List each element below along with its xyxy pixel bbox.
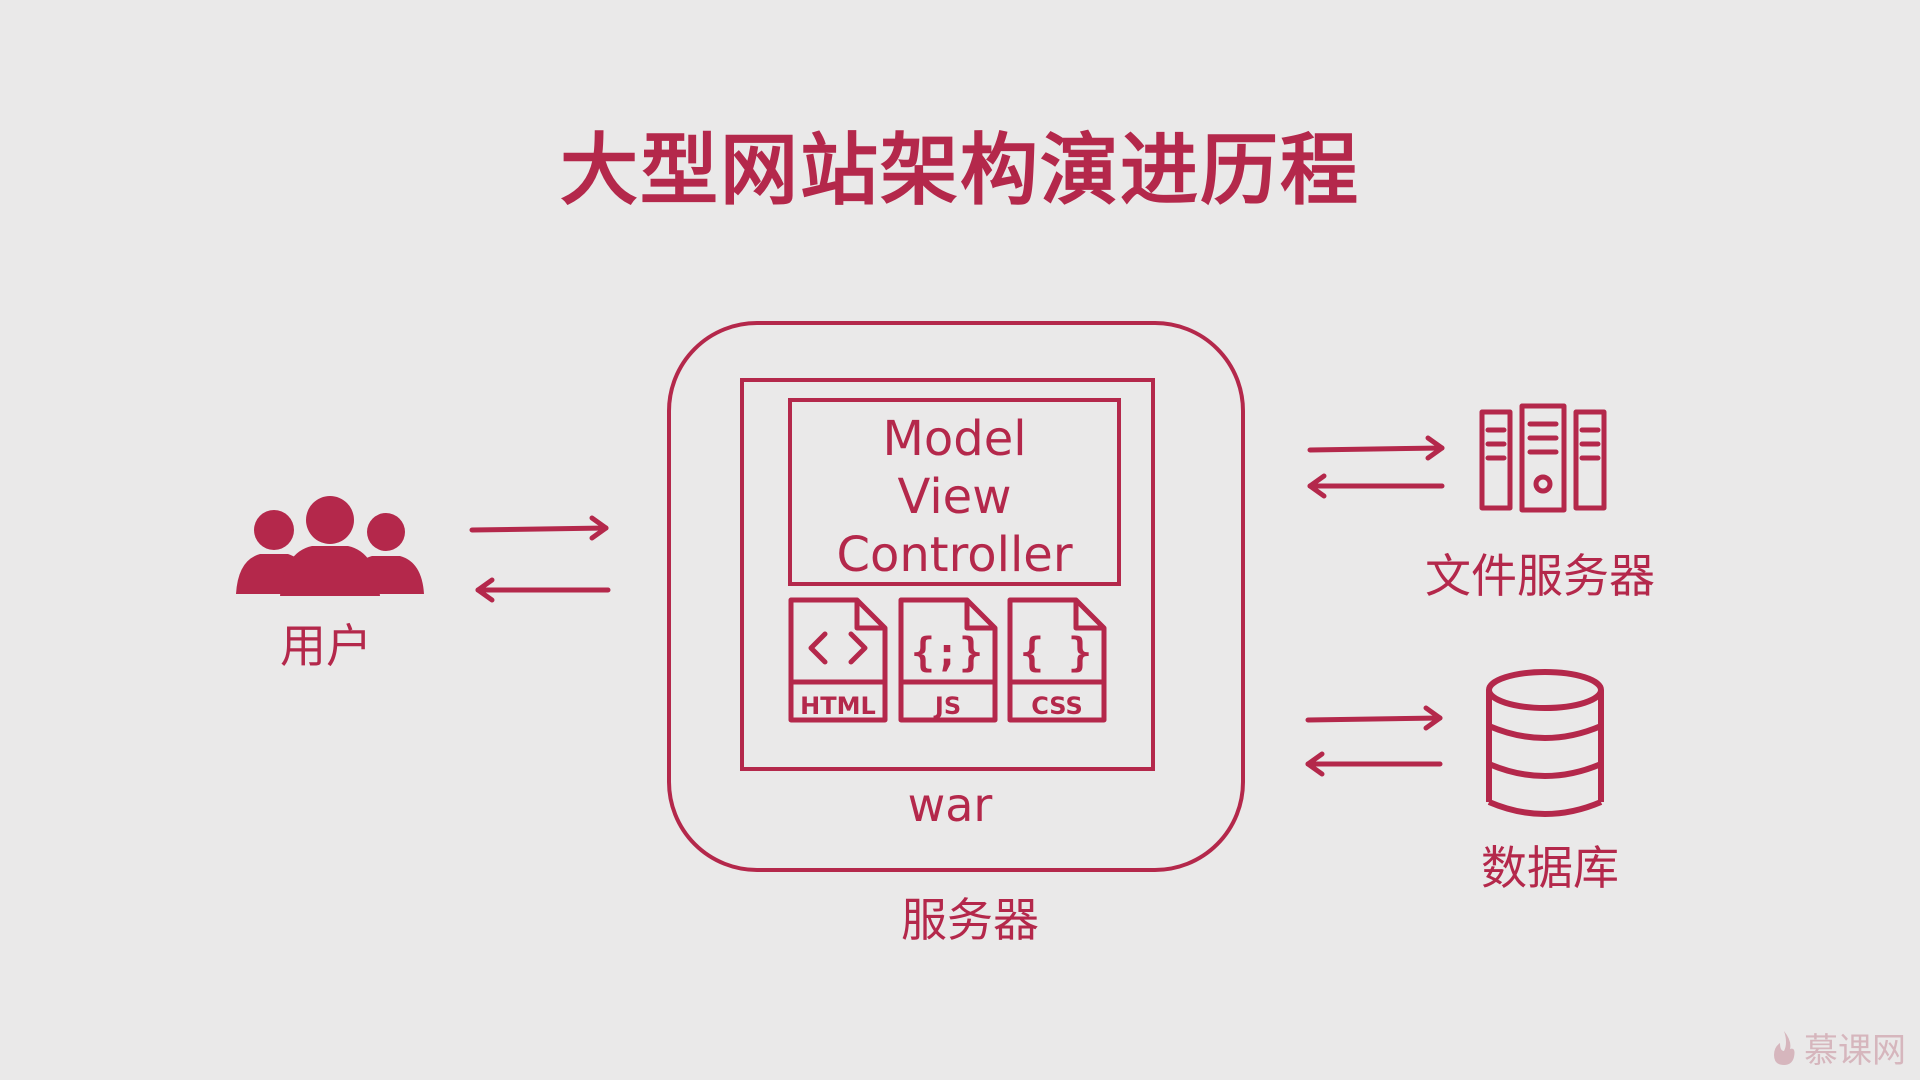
war-package-box — [740, 378, 1155, 771]
css-file-label: CSS — [1031, 692, 1083, 720]
mvc-model-label: Model — [882, 411, 1027, 467]
server-label: 服务器 — [901, 893, 1039, 947]
file-server-icon — [1479, 403, 1607, 513]
page-title: 大型网站架构演进历程 — [559, 126, 1360, 216]
js-file-icon: {;} JS — [898, 597, 998, 723]
database-icon — [1486, 669, 1604, 817]
mvc-controller-label: Controller — [836, 527, 1073, 583]
war-label: war — [907, 778, 993, 832]
users-server-arrows — [469, 515, 611, 603]
flame-icon — [1774, 1030, 1795, 1065]
database-label: 数据库 — [1481, 841, 1619, 895]
mvc-box: Model View Controller — [788, 398, 1121, 586]
users-label: 用户 — [280, 619, 372, 673]
svg-text:{;}: {;} — [911, 630, 983, 676]
html-file-label: HTML — [800, 692, 876, 720]
watermark: 慕课网 — [1770, 1023, 1906, 1072]
server-database-arrows — [1305, 705, 1443, 777]
server-file-server-arrows — [1307, 435, 1445, 499]
css-file-icon: { } CSS — [1007, 597, 1107, 723]
file-server-label: 文件服务器 — [1425, 549, 1655, 603]
server-container — [667, 321, 1245, 872]
svg-text:{ }: { } — [1020, 630, 1092, 676]
html-file-icon: HTML — [788, 597, 888, 723]
watermark-label: 慕课网 — [1804, 1031, 1906, 1071]
mvc-view-label: View — [897, 469, 1012, 525]
users-group-icon — [236, 496, 424, 596]
js-file-label: JS — [933, 692, 961, 720]
